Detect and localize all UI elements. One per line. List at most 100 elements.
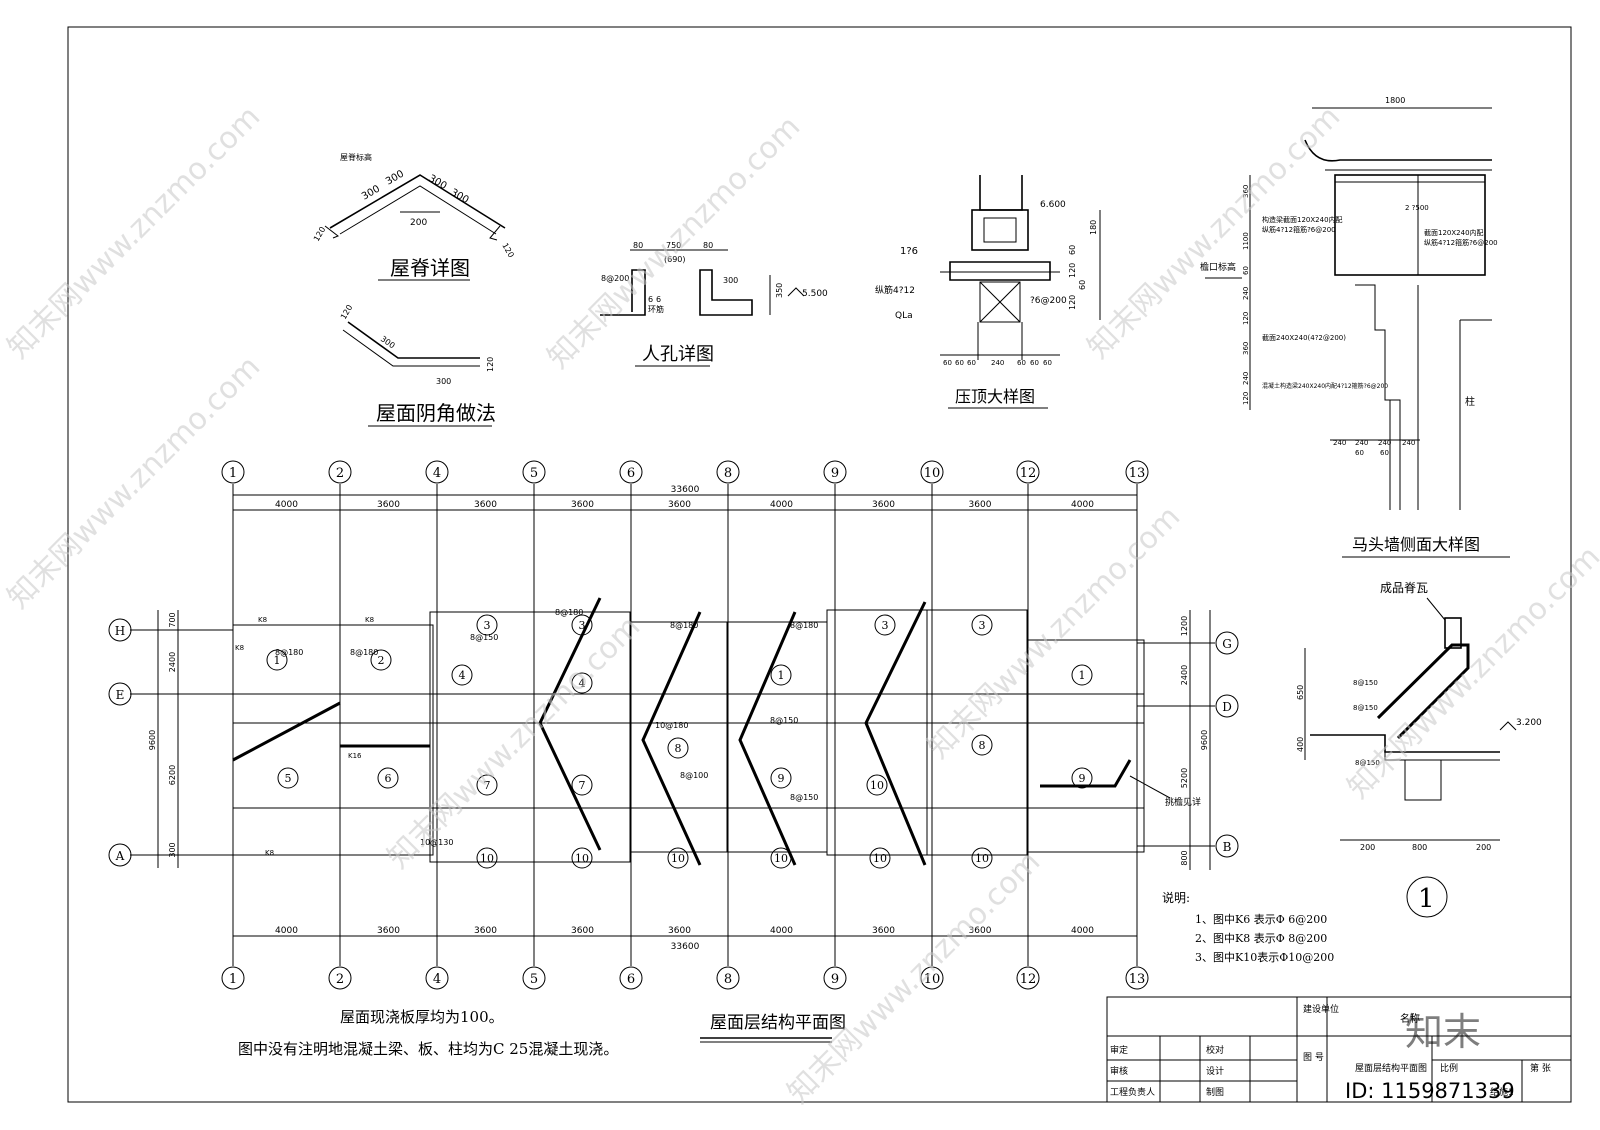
span-dim: 3600 (872, 500, 895, 510)
axis-bubble-9: 9 (823, 966, 847, 990)
svg-text:8@150: 8@150 (1355, 759, 1380, 767)
svg-text:750: 750 (666, 241, 681, 250)
plan-slabs (232, 597, 1145, 866)
svg-text:成品脊瓦: 成品脊瓦 (1380, 581, 1428, 595)
plan-notes: 说明: 1、图中K6 表示Φ 6@200 2、图中K8 表示Φ 8@200 3、… (238, 890, 1334, 1058)
axis-bubble-12: 12 (1016, 460, 1040, 484)
slab-tag-label: 4 (579, 677, 586, 690)
slab-tag-label: 3 (579, 619, 586, 632)
total-dim: 33600 (671, 942, 700, 952)
svg-text:400: 400 (1296, 737, 1305, 752)
slab-tag-label: 7 (579, 779, 586, 792)
svg-text:环筋: 环筋 (648, 304, 664, 314)
svg-text:工程负责人: 工程负责人 (1110, 1086, 1155, 1098)
logo: 知末 (1405, 1010, 1481, 1054)
svg-text:8@180: 8@180 (670, 621, 698, 630)
axis-bubble-13: 13 (1125, 460, 1149, 484)
axis-label: B (1223, 840, 1232, 854)
right-dim: 800 (1180, 850, 1189, 865)
title-block: 建设单位 名称 图 号 审定 校对 审核 设计 工程负责人 制图 屋面层结构平面… (1106, 996, 1572, 1103)
axis-label: D (1222, 700, 1232, 714)
slab-tag: 1 (770, 664, 792, 686)
svg-text:K8: K8 (258, 616, 267, 624)
axis-bubble-G: G (1215, 631, 1239, 655)
svg-text:截面240X240(4?2@200): 截面240X240(4?2@200) (1262, 333, 1346, 342)
eave-note: 挑檐见详 (1165, 796, 1201, 808)
valley-detail: 120 300 300 120 屋面阴角做法 (339, 303, 496, 427)
svg-text:8@200: 8@200 (601, 274, 629, 283)
svg-text:8@180: 8@180 (790, 621, 818, 630)
span-dim: 3600 (377, 926, 400, 936)
slab-tag-label: 10 (575, 852, 589, 865)
svg-text:8@150: 8@150 (1353, 679, 1378, 687)
manhole-detail: 80 750 (690) 80 8@200 6 6 环筋 300 350 5.5… (600, 241, 828, 367)
svg-text:8@180: 8@180 (350, 648, 378, 657)
svg-text:审定: 审定 (1110, 1044, 1128, 1056)
axis-bubble-D: D (1215, 694, 1239, 718)
right-dim: 1200 (1180, 616, 1189, 636)
svg-text:60: 60 (1355, 449, 1364, 457)
axis-bubble-13: 13 (1125, 966, 1149, 990)
svg-text:60: 60 (1017, 359, 1026, 367)
manhole-title: 人孔详图 (642, 344, 714, 365)
svg-text:结施1: 结施1 (1490, 1086, 1514, 1098)
axis-label: 12 (1020, 466, 1037, 481)
svg-text:360: 360 (1242, 342, 1250, 355)
slab-tag: 3 (971, 614, 993, 636)
span-dim: 3600 (668, 500, 691, 510)
slab-tag: 3 (874, 614, 896, 636)
svg-text:K16: K16 (348, 752, 362, 760)
axis-label: 2 (336, 466, 344, 481)
svg-text:纵筋4?12: 纵筋4?12 (875, 284, 915, 296)
svg-text:60: 60 (1380, 449, 1389, 457)
svg-text:8@150: 8@150 (770, 716, 798, 725)
svg-text:纵筋4?12箍筋?6@200: 纵筋4?12箍筋?6@200 (1262, 225, 1336, 234)
svg-text:300: 300 (427, 173, 449, 192)
ridge-top-label: 屋脊标高 (340, 152, 372, 162)
right-total-dim: 9600 (1200, 730, 1209, 750)
span-dim: 3600 (474, 500, 497, 510)
slab-tag: 10 (667, 847, 689, 869)
slab-tag-label: 8 (675, 742, 682, 755)
svg-text:120: 120 (312, 225, 327, 243)
axis-label: 2 (336, 972, 344, 987)
slab-tag: 4 (571, 672, 593, 694)
svg-text:200: 200 (1476, 843, 1491, 852)
ridge-title: 屋脊详图 (390, 256, 470, 280)
left-dim: 2400 (168, 652, 177, 672)
svg-text:300: 300 (379, 334, 397, 350)
axis-label: E (116, 688, 125, 702)
svg-text:200: 200 (410, 218, 427, 228)
svg-text:2 ?500: 2 ?500 (1405, 204, 1429, 212)
svg-text:1、图中K6 表示Φ 6@200: 1、图中K6 表示Φ 6@200 (1195, 912, 1327, 926)
slab-tag-label: 8 (979, 739, 986, 752)
svg-text:60: 60 (967, 359, 976, 367)
slab-tag: 1 (1071, 664, 1093, 686)
svg-text:120: 120 (500, 242, 515, 260)
axis-bubble-8: 8 (716, 460, 740, 484)
axis-label: G (1222, 637, 1232, 651)
svg-text:300: 300 (723, 276, 738, 285)
watermarks: 知末网www.znzmo.com 知末网www.znzmo.com 知末网www… (1, 99, 1600, 1110)
svg-text:8@180: 8@180 (275, 648, 303, 657)
svg-text:?6@200: ?6@200 (1030, 296, 1067, 306)
svg-text:120: 120 (486, 357, 495, 372)
svg-text:K8: K8 (235, 644, 244, 652)
svg-text:2、图中K8 表示Φ 8@200: 2、图中K8 表示Φ 8@200 (1195, 931, 1327, 945)
span-dim: 3600 (969, 926, 992, 936)
axis-bubble-H: H (108, 618, 132, 642)
svg-text:1100: 1100 (1242, 232, 1250, 250)
svg-text:(690): (690) (664, 255, 686, 264)
total-dim: 33600 (671, 485, 700, 495)
axis-bubble-5: 5 (522, 460, 546, 484)
axis-label: 4 (433, 466, 441, 481)
svg-text:60: 60 (1078, 280, 1087, 290)
axis-label: 8 (724, 466, 732, 481)
svg-text:80: 80 (703, 241, 713, 250)
axis-label: 1 (229, 466, 237, 481)
span-dim: 4000 (1071, 500, 1094, 510)
svg-text:6: 6 (656, 295, 661, 304)
slab-tag-label: 1 (274, 654, 281, 667)
